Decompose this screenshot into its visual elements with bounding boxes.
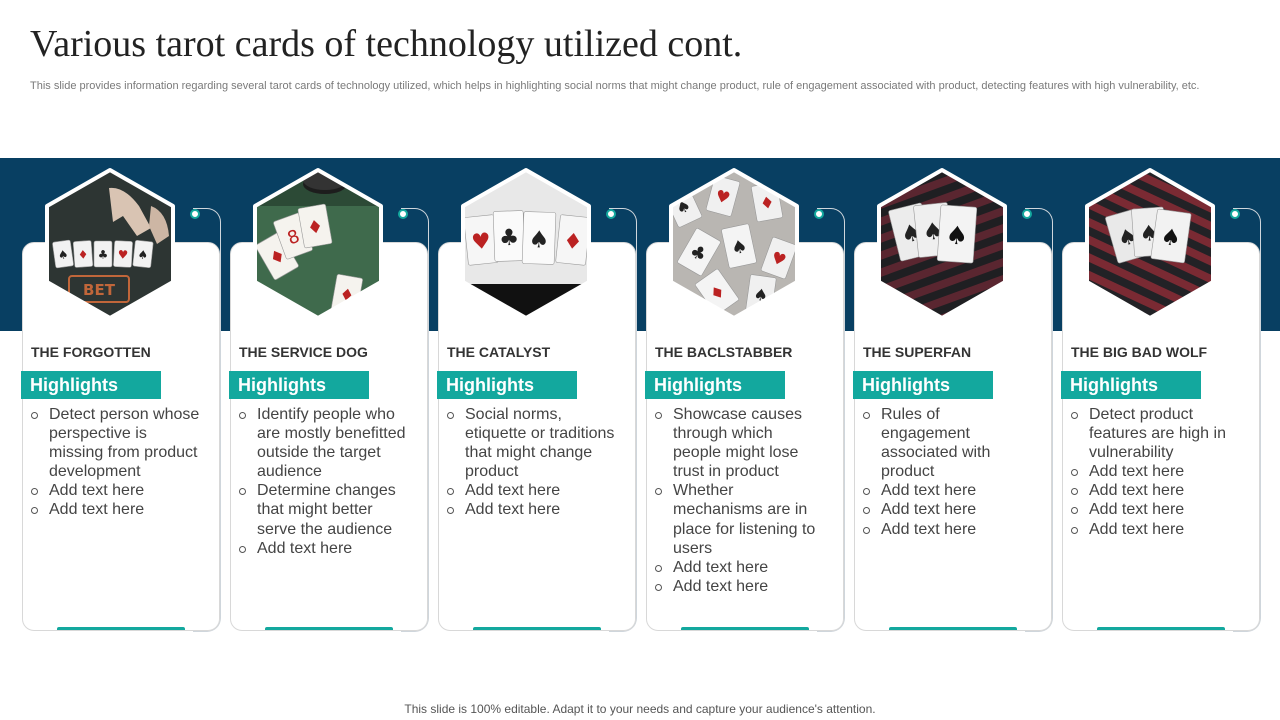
card-title: THE SUPERFAN	[863, 344, 972, 360]
card-title: THE CATALYST	[447, 344, 551, 360]
card-table-photo: BET ♠ ♦ ♣ ♥ ♠	[39, 166, 181, 322]
connector-line	[193, 208, 221, 632]
card-title: THE SERVICE DOG	[239, 344, 368, 360]
connector-dot	[1230, 209, 1240, 219]
bullet-item: Add text here	[863, 500, 1033, 519]
aces-spread-photo: ♠♠♠	[1079, 166, 1221, 322]
svg-text:♥: ♥	[117, 247, 128, 262]
connector-dot	[190, 209, 200, 219]
connector-line	[1025, 208, 1053, 632]
slide-footer: This slide is 100% editable. Adapt it to…	[404, 702, 876, 716]
bullet-list: Rules of engagement associated with prod…	[863, 405, 1033, 539]
svg-text:♠: ♠	[1159, 224, 1183, 253]
highlights-label: Highlights	[229, 371, 369, 399]
scattered-cards-photo: ♠♥♦♣♠♥♦♠	[663, 166, 805, 322]
slide-subtitle: This slide provides information regardin…	[30, 80, 1200, 92]
card-title: THE FORGOTTEN	[31, 344, 151, 360]
bullet-item: Add text here	[31, 481, 201, 500]
svg-text:♣: ♣	[499, 225, 520, 252]
bullet-item: Determine changes that might better serv…	[239, 481, 409, 538]
svg-text:♠: ♠	[945, 220, 970, 251]
card-accent-bar	[681, 627, 809, 630]
bullet-item: Add text here	[1071, 500, 1241, 519]
bullet-item: Add text here	[31, 500, 201, 519]
connector-line	[401, 208, 429, 632]
bullet-item: Rules of engagement associated with prod…	[863, 405, 1033, 481]
svg-text:♠: ♠	[137, 247, 149, 262]
svg-text:♣: ♣	[98, 248, 108, 262]
bullet-list: Social norms, etiquette or traditions th…	[447, 405, 617, 520]
connector-dot	[814, 209, 824, 219]
card-accent-bar	[473, 627, 601, 630]
highlights-label: Highlights	[1061, 371, 1201, 399]
highlights-label: Highlights	[645, 371, 785, 399]
svg-text:♠: ♠	[57, 247, 69, 262]
connector-line	[609, 208, 637, 632]
bullet-item: Add text here	[239, 539, 409, 558]
card-accent-bar	[889, 627, 1017, 630]
highlights-label: Highlights	[853, 371, 993, 399]
highlights-label: Highlights	[437, 371, 577, 399]
bullet-item: Showcase causes through which people mig…	[655, 405, 825, 481]
bullet-item: Add text here	[863, 520, 1033, 539]
slide-title: Various tarot cards of technology utiliz…	[30, 23, 743, 65]
bullet-item: Identify people who are mostly benefitte…	[239, 405, 409, 481]
svg-text:♠: ♠	[729, 236, 749, 260]
bullet-item: Add text here	[863, 481, 1033, 500]
connector-dot	[606, 209, 616, 219]
card-accent-bar	[57, 627, 185, 630]
bullet-item: Social norms, etiquette or traditions th…	[447, 405, 617, 481]
bullet-item: Add text here	[1071, 481, 1241, 500]
connector-dot	[1022, 209, 1032, 219]
aces-photo: ♥ ♣ ♠ ♦	[455, 166, 597, 322]
bullet-item: Add text here	[1071, 462, 1241, 481]
svg-text:♥: ♥	[769, 248, 789, 271]
card-title: THE BIG BAD WOLF	[1071, 344, 1208, 360]
card-title: THE BACLSTABBER	[655, 344, 793, 360]
card-accent-bar	[265, 627, 393, 630]
bullet-list: Identify people who are mostly benefitte…	[239, 405, 409, 558]
connector-line	[817, 208, 845, 632]
bullet-list: Showcase causes through which people mig…	[655, 405, 825, 596]
connector-line	[1233, 208, 1261, 632]
bullet-item: Add text here	[447, 500, 617, 519]
bullet-item: Detect product features are high in vuln…	[1071, 405, 1241, 462]
highlights-label: Highlights	[21, 371, 161, 399]
bullet-list: Detect product features are high in vuln…	[1071, 405, 1241, 539]
four-aces-photo: ♠♠♠	[871, 166, 1013, 322]
svg-text:♦: ♦	[562, 229, 584, 256]
bullet-item: Detect person whose perspective is missi…	[31, 405, 201, 481]
card-accent-bar	[1097, 627, 1225, 630]
bullet-list: Detect person whose perspective is missi…	[31, 405, 201, 520]
svg-text:♥: ♥	[713, 186, 732, 208]
bullet-item: Add text here	[655, 558, 825, 577]
bullet-item: Add text here	[655, 577, 825, 596]
svg-text:♦: ♦	[77, 247, 88, 262]
svg-text:♥: ♥	[470, 229, 492, 256]
bullet-item: Add text here	[447, 481, 617, 500]
bullet-item: Whether mechanisms are in place for list…	[655, 481, 825, 557]
svg-text:BET: BET	[83, 281, 116, 299]
casino-chips-photo: ♦8♦♦	[247, 166, 389, 322]
connector-dot	[398, 209, 408, 219]
svg-text:♦: ♦	[306, 216, 326, 239]
svg-text:♠: ♠	[528, 225, 550, 254]
bullet-item: Add text here	[1071, 520, 1241, 539]
svg-text:♦: ♦	[758, 192, 776, 213]
